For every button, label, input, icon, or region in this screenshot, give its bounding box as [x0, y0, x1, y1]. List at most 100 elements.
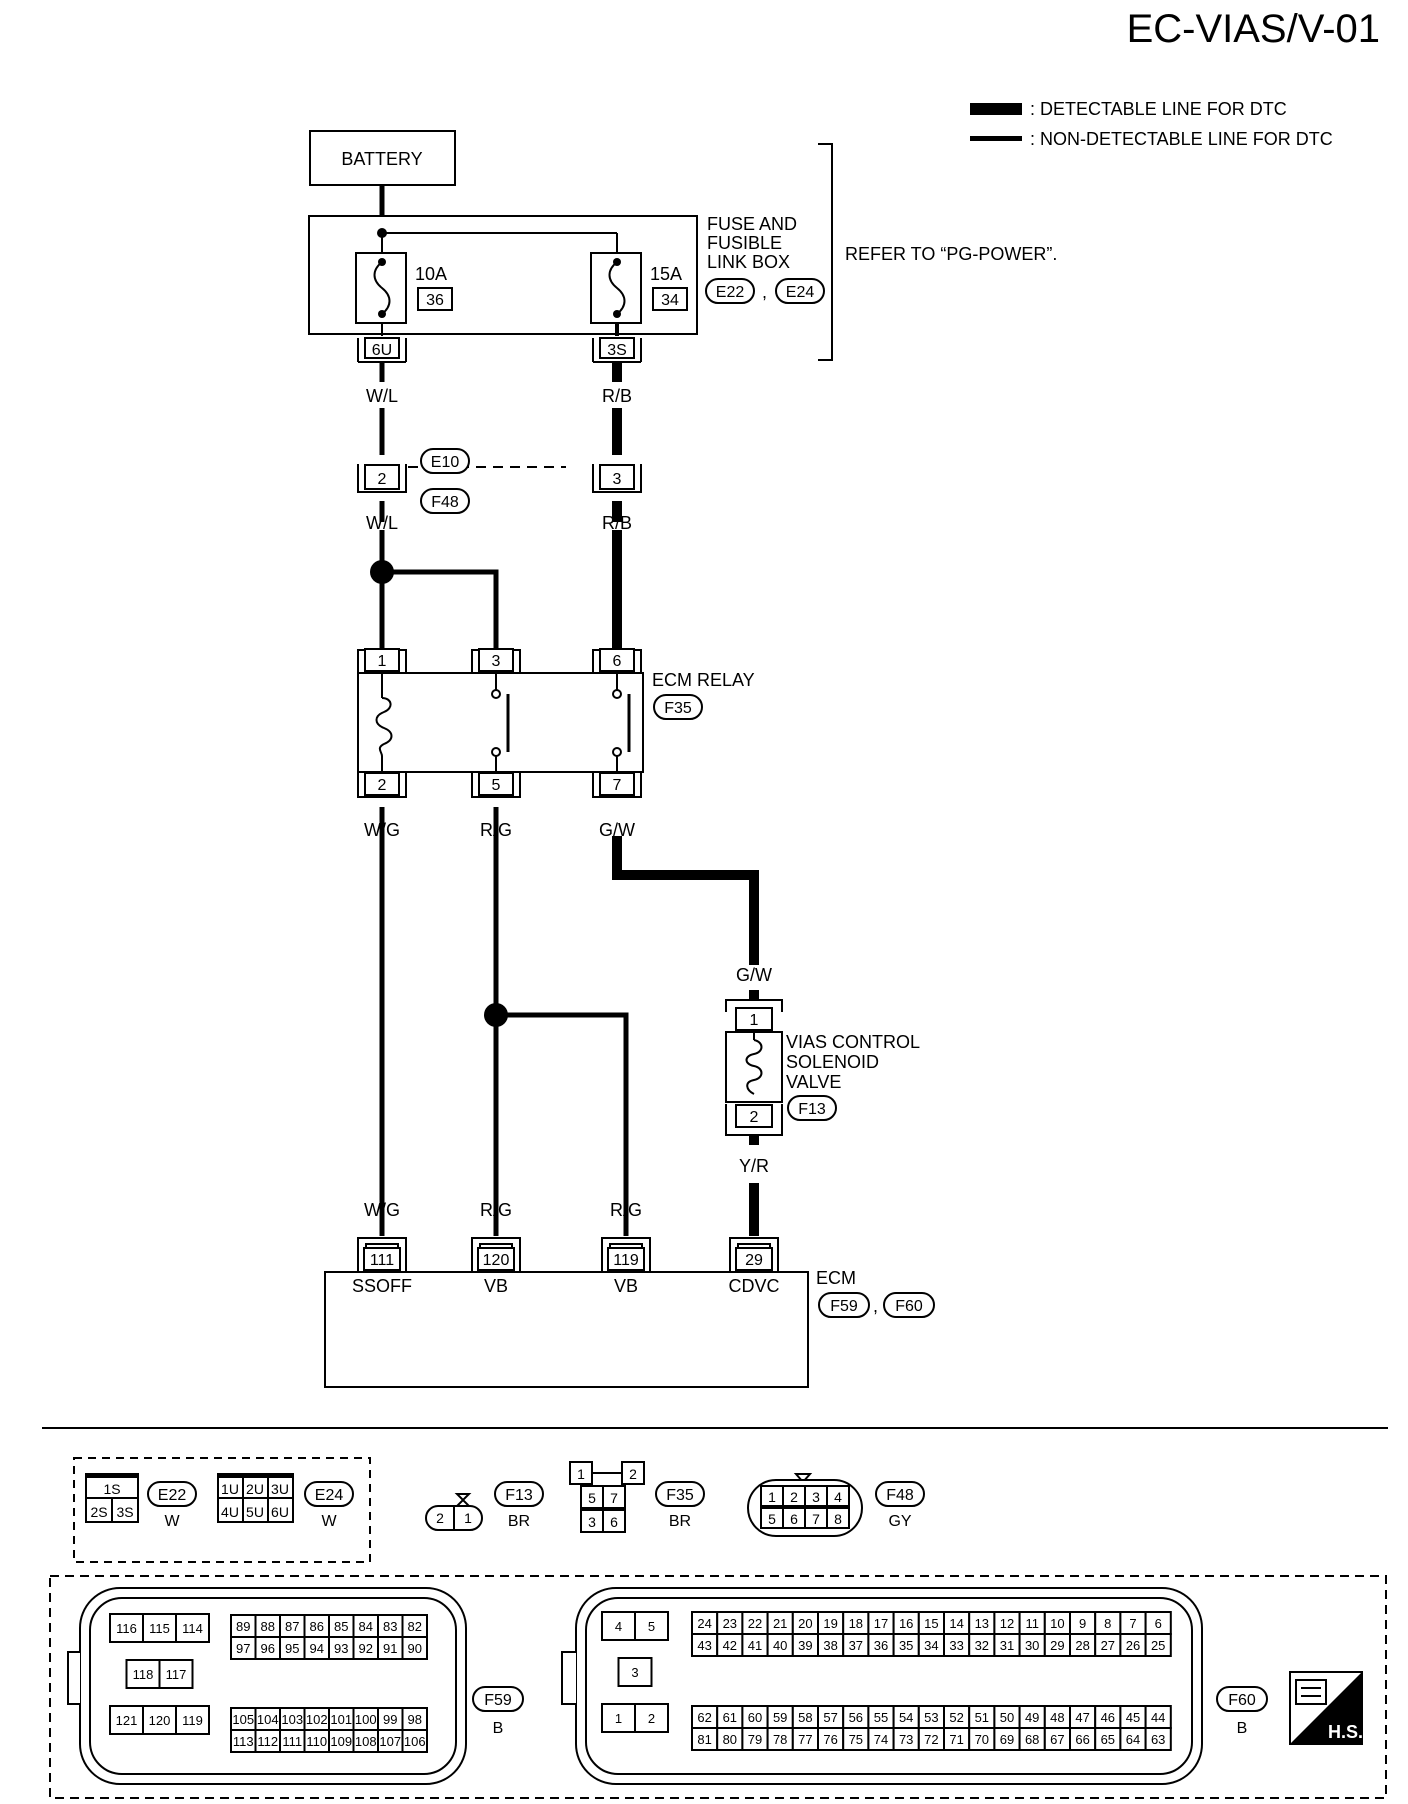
- svg-text:3: 3: [588, 1514, 596, 1530]
- connector-views: 1S 2S 3S E22 W 1U 2U 3U 4U 5U 6U E24 W: [49, 1457, 1387, 1799]
- connector-pin-number: 46: [1101, 1710, 1115, 1725]
- svg-text:3U: 3U: [271, 1481, 289, 1497]
- page-code: EC-VIAS/V-01: [1127, 7, 1380, 51]
- connector-pin-number: 14: [949, 1616, 963, 1631]
- svg-text:F60: F60: [1228, 1692, 1256, 1709]
- connector-pin-cell: [175, 1613, 210, 1643]
- connector-view-e22: 1S 2S 3S E22 W: [85, 1473, 197, 1530]
- svg-text:F48: F48: [886, 1487, 914, 1504]
- svg-text:8: 8: [834, 1511, 842, 1527]
- svg-text:F59: F59: [484, 1692, 512, 1709]
- svg-text:4: 4: [834, 1489, 842, 1505]
- connector-pin-number: 29: [1050, 1638, 1064, 1653]
- vias-control-solenoid-valve: 1 2 VIAS CONTROL SOLENOID VALVE F13: [725, 999, 920, 1136]
- svg-text:6U: 6U: [271, 1504, 289, 1520]
- connector-pin-number: 10: [1050, 1616, 1064, 1631]
- svg-text:1: 1: [577, 1466, 585, 1482]
- connector-pin-number: 93: [334, 1641, 348, 1656]
- svg-text:1: 1: [378, 653, 387, 670]
- connector-pin-cell: [175, 1705, 210, 1735]
- connector-pin-number: 69: [1000, 1732, 1014, 1747]
- harness-symbol-icon: [1295, 1679, 1327, 1705]
- ecm-relay: 1 3 6 2 5: [357, 648, 755, 798]
- fuse-box-name-3: LINK BOX: [707, 252, 790, 272]
- connector-pin-number: 7: [1129, 1616, 1136, 1631]
- connector-pin-number: 71: [949, 1732, 963, 1747]
- svg-text:1U: 1U: [221, 1481, 239, 1497]
- connector-pin-number: 6: [1155, 1616, 1162, 1631]
- valve-connector: F13: [798, 1101, 826, 1118]
- fuse-15a-rating: 15A: [650, 264, 682, 284]
- svg-text:2U: 2U: [246, 1481, 264, 1497]
- connector-pin-number: 80: [723, 1732, 737, 1747]
- connector-pin-number: 83: [383, 1619, 397, 1634]
- connector-pin-number: 108: [355, 1734, 377, 1749]
- connector-pin-number: 115: [149, 1621, 170, 1636]
- connector-pin-number: 2: [648, 1711, 655, 1726]
- fuse-10a-rating: 10A: [415, 264, 447, 284]
- svg-text:B: B: [1237, 1720, 1248, 1737]
- connector-pin-cell: [158, 1659, 194, 1689]
- svg-text:7: 7: [610, 1490, 618, 1506]
- connector-pin-number: 48: [1050, 1710, 1064, 1725]
- ecm-terminal: 29 CDVC: [728, 1237, 780, 1296]
- connector-pin-number: 17: [874, 1616, 888, 1631]
- svg-text:BR: BR: [669, 1513, 691, 1530]
- connector-pin-number: 55: [874, 1710, 888, 1725]
- connector-pin-number: 59: [773, 1710, 787, 1725]
- svg-text:VB: VB: [614, 1276, 638, 1296]
- connector-pin-number: 30: [1025, 1638, 1039, 1653]
- svg-text:5: 5: [492, 777, 501, 794]
- wire-color-label: Y/R: [739, 1156, 769, 1176]
- connector-pin-number: 34: [924, 1638, 938, 1653]
- connector-pin-number: 116: [116, 1621, 137, 1636]
- connector-pin-number: 103: [281, 1712, 303, 1727]
- connector-pin-number: 45: [1126, 1710, 1140, 1725]
- connector-pin-number: 97: [236, 1641, 250, 1656]
- connector-pin-number: 5: [648, 1619, 655, 1634]
- connector-pin-number: 88: [261, 1619, 275, 1634]
- wire-color-label: R/B: [602, 513, 632, 533]
- svg-text:GY: GY: [888, 1513, 911, 1530]
- svg-text:3S: 3S: [607, 342, 627, 359]
- connector-pin-number: 90: [408, 1641, 422, 1656]
- connector-pin-cell: [142, 1705, 177, 1735]
- connector-pin-number: 86: [310, 1619, 324, 1634]
- relay-bottom-pin: 2: [357, 772, 407, 798]
- wire-color-label: W/G: [364, 820, 400, 840]
- connector-pin-number: 84: [359, 1619, 373, 1634]
- fuse-link-box: 10A 36 15A 34 FUSE AND FUSIBLE LINK BOX …: [308, 143, 1057, 361]
- connector-pin-number: 49: [1025, 1710, 1039, 1725]
- svg-text:3: 3: [812, 1489, 820, 1505]
- fuse-terminal-3s: 3S: [592, 337, 642, 363]
- valve-pin-1: 1: [750, 1012, 759, 1029]
- fuse-box-name-1: FUSE AND: [707, 214, 797, 234]
- connector-pin-number: 36: [874, 1638, 888, 1653]
- connector-pin-number: 85: [334, 1619, 348, 1634]
- connector-pin-number: 92: [359, 1641, 373, 1656]
- connector-pin-cell: [401, 1636, 428, 1660]
- connector-pin-number: 32: [975, 1638, 989, 1653]
- connector-pin-number: 114: [182, 1621, 203, 1636]
- connector-pin-number: 101: [330, 1712, 352, 1727]
- connector-pin-number: 94: [310, 1641, 324, 1656]
- fuse-10a-number: 36: [426, 292, 444, 309]
- svg-text:6U: 6U: [372, 342, 392, 359]
- connector-pin-number: 44: [1151, 1710, 1165, 1725]
- connector-pin-number: 72: [924, 1732, 938, 1747]
- legend-detectable-text: : DETECTABLE LINE FOR DTC: [1030, 99, 1287, 119]
- svg-text:3S: 3S: [116, 1504, 133, 1520]
- connector-pin-number: 78: [773, 1732, 787, 1747]
- connector-pin-number: 121: [116, 1713, 138, 1728]
- ecm-terminal: 120 VB: [471, 1237, 521, 1296]
- relay-top-pin: 3: [471, 648, 521, 673]
- connector-pin-number: 109: [330, 1734, 352, 1749]
- connector-pin-number: 20: [798, 1616, 812, 1631]
- valve-name-3: VALVE: [786, 1072, 841, 1092]
- connector-pin-number: 117: [166, 1667, 187, 1682]
- connector-pin-number: 79: [748, 1732, 762, 1747]
- battery-label: BATTERY: [341, 149, 422, 169]
- wire-color-label: R/G: [480, 820, 512, 840]
